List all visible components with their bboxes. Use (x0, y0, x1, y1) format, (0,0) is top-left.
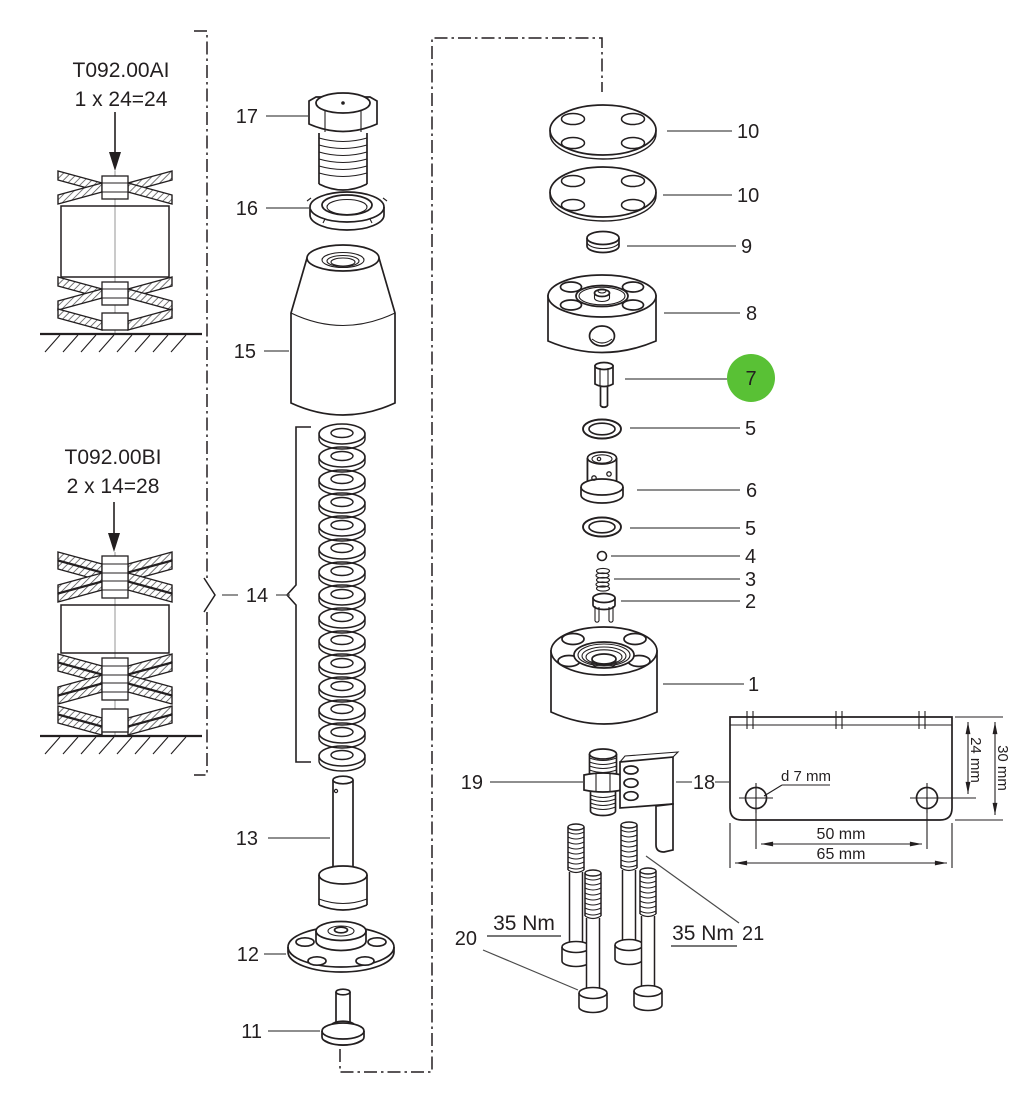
dim-24mm: 24 mm (940, 716, 1003, 799)
part-11-poppet (321, 988, 365, 1047)
callout-15[interactable]: 15 (234, 341, 256, 363)
part-12-flange (287, 920, 395, 973)
dim-hole-height: 24 mm (967, 737, 984, 783)
reference-drawing-double-spring-stack: T092.00BI 2 x 14=28 (40, 446, 202, 755)
callout-3[interactable]: 3 (745, 569, 756, 591)
callout-7[interactable]: 7 (745, 368, 756, 390)
plate-hole-right (910, 783, 944, 813)
spring-code-bottom: T092.00BI (65, 446, 162, 469)
part-8-guide-block (547, 274, 657, 354)
callout-12[interactable]: 12 (237, 944, 259, 966)
callout-13[interactable]: 13 (236, 828, 258, 850)
part-1-cylinder-block (550, 626, 658, 725)
part-6-bushing (580, 451, 624, 504)
part-14-disc-spring-stack (285, 423, 366, 772)
plate-hole-left (739, 783, 773, 813)
dim-hole-diameter: d 7 mm (781, 768, 831, 785)
torque-label-left: 35 Nm (493, 912, 555, 935)
part-19-nipple (583, 748, 623, 817)
dim-total-width: 65 mm (817, 846, 866, 863)
part-10-disc-mid (549, 166, 657, 222)
stack-brace (285, 426, 311, 763)
callout-5-lower[interactable]: 5 (745, 518, 756, 540)
callout-20[interactable]: 20 (455, 928, 477, 950)
callout-5-upper[interactable]: 5 (745, 418, 756, 440)
callout-1[interactable]: 1 (748, 674, 759, 696)
spring-set-reference-bracket (194, 30, 216, 776)
part-15-cone-housing (290, 244, 396, 416)
dim-hole-spacing: 50 mm (817, 826, 866, 843)
part-16-ring-nut (306, 191, 388, 231)
torque-labels: 35 Nm 35 Nm (487, 912, 737, 947)
callout-8[interactable]: 8 (746, 303, 757, 325)
dim-65mm: 65 mm (729, 823, 953, 868)
assembly-axis-lines (339, 37, 603, 1073)
callout-17[interactable]: 17 (236, 106, 258, 128)
dim-total-height: 30 mm (994, 745, 1011, 791)
torque-label-right: 35 Nm (672, 922, 734, 945)
part-18-angle-bracket-iso (619, 751, 680, 853)
spring-formula-top: 1 x 24=24 (75, 88, 168, 111)
dim-50mm: 50 mm (755, 810, 928, 849)
spacer-sleeve (60, 604, 170, 654)
part-10-disc-top (549, 104, 657, 160)
part-4-ball (596, 550, 608, 562)
part-3-spring (595, 567, 611, 592)
callout-11[interactable]: 11 (241, 1021, 262, 1043)
callout-9[interactable]: 9 (741, 236, 752, 258)
callout-16[interactable]: 16 (236, 198, 258, 220)
part-9-cap (586, 230, 620, 254)
callout-labels: 17 16 15 14 13 12 11 10 10 9 8 5 6 5 4 3… (234, 106, 765, 1043)
ground-symbol-bottom (40, 734, 202, 755)
down-arrow-icon (109, 112, 121, 171)
ground-symbol-top (40, 332, 202, 353)
highlight-circle[interactable] (727, 354, 775, 402)
down-arrow-icon (108, 502, 120, 552)
reference-drawing-single-spring-stack: T092.00AI 1 x 24=24 (40, 59, 202, 353)
leader-lines (222, 115, 744, 1032)
spring-formula-bottom: 2 x 14=28 (67, 475, 160, 498)
callout-2[interactable]: 2 (745, 591, 756, 613)
part-2-valve-cage (592, 592, 616, 623)
callout-4[interactable]: 4 (745, 546, 756, 568)
bracket-chevron (203, 577, 216, 613)
mounting-plate-drawing: d 7 mm 24 mm 30 mm 50 mm 65 mm (729, 711, 1011, 868)
callout-14[interactable]: 14 (246, 585, 268, 607)
part-13-piston-rod (318, 775, 368, 911)
spring-code-top: T092.00AI (73, 59, 170, 82)
callout-6[interactable]: 6 (746, 480, 757, 502)
callout-10-top[interactable]: 10 (737, 121, 759, 143)
part-5-oring-lower (582, 516, 622, 538)
part-7-hex-pin (594, 361, 614, 409)
highlighted-callout-7[interactable]: 7 (727, 354, 775, 402)
callout-19[interactable]: 19 (461, 772, 483, 794)
part-5-oring-upper (582, 418, 622, 440)
callout-21[interactable]: 21 (742, 923, 764, 945)
callout-10-mid[interactable]: 10 (737, 185, 759, 207)
part-20-bolts (561, 821, 663, 1014)
dim-30mm: 30 mm (955, 722, 1011, 821)
callout-18[interactable]: 18 (693, 772, 715, 794)
spacer-sleeve (60, 205, 170, 278)
part-17-hex-plug (308, 92, 378, 191)
